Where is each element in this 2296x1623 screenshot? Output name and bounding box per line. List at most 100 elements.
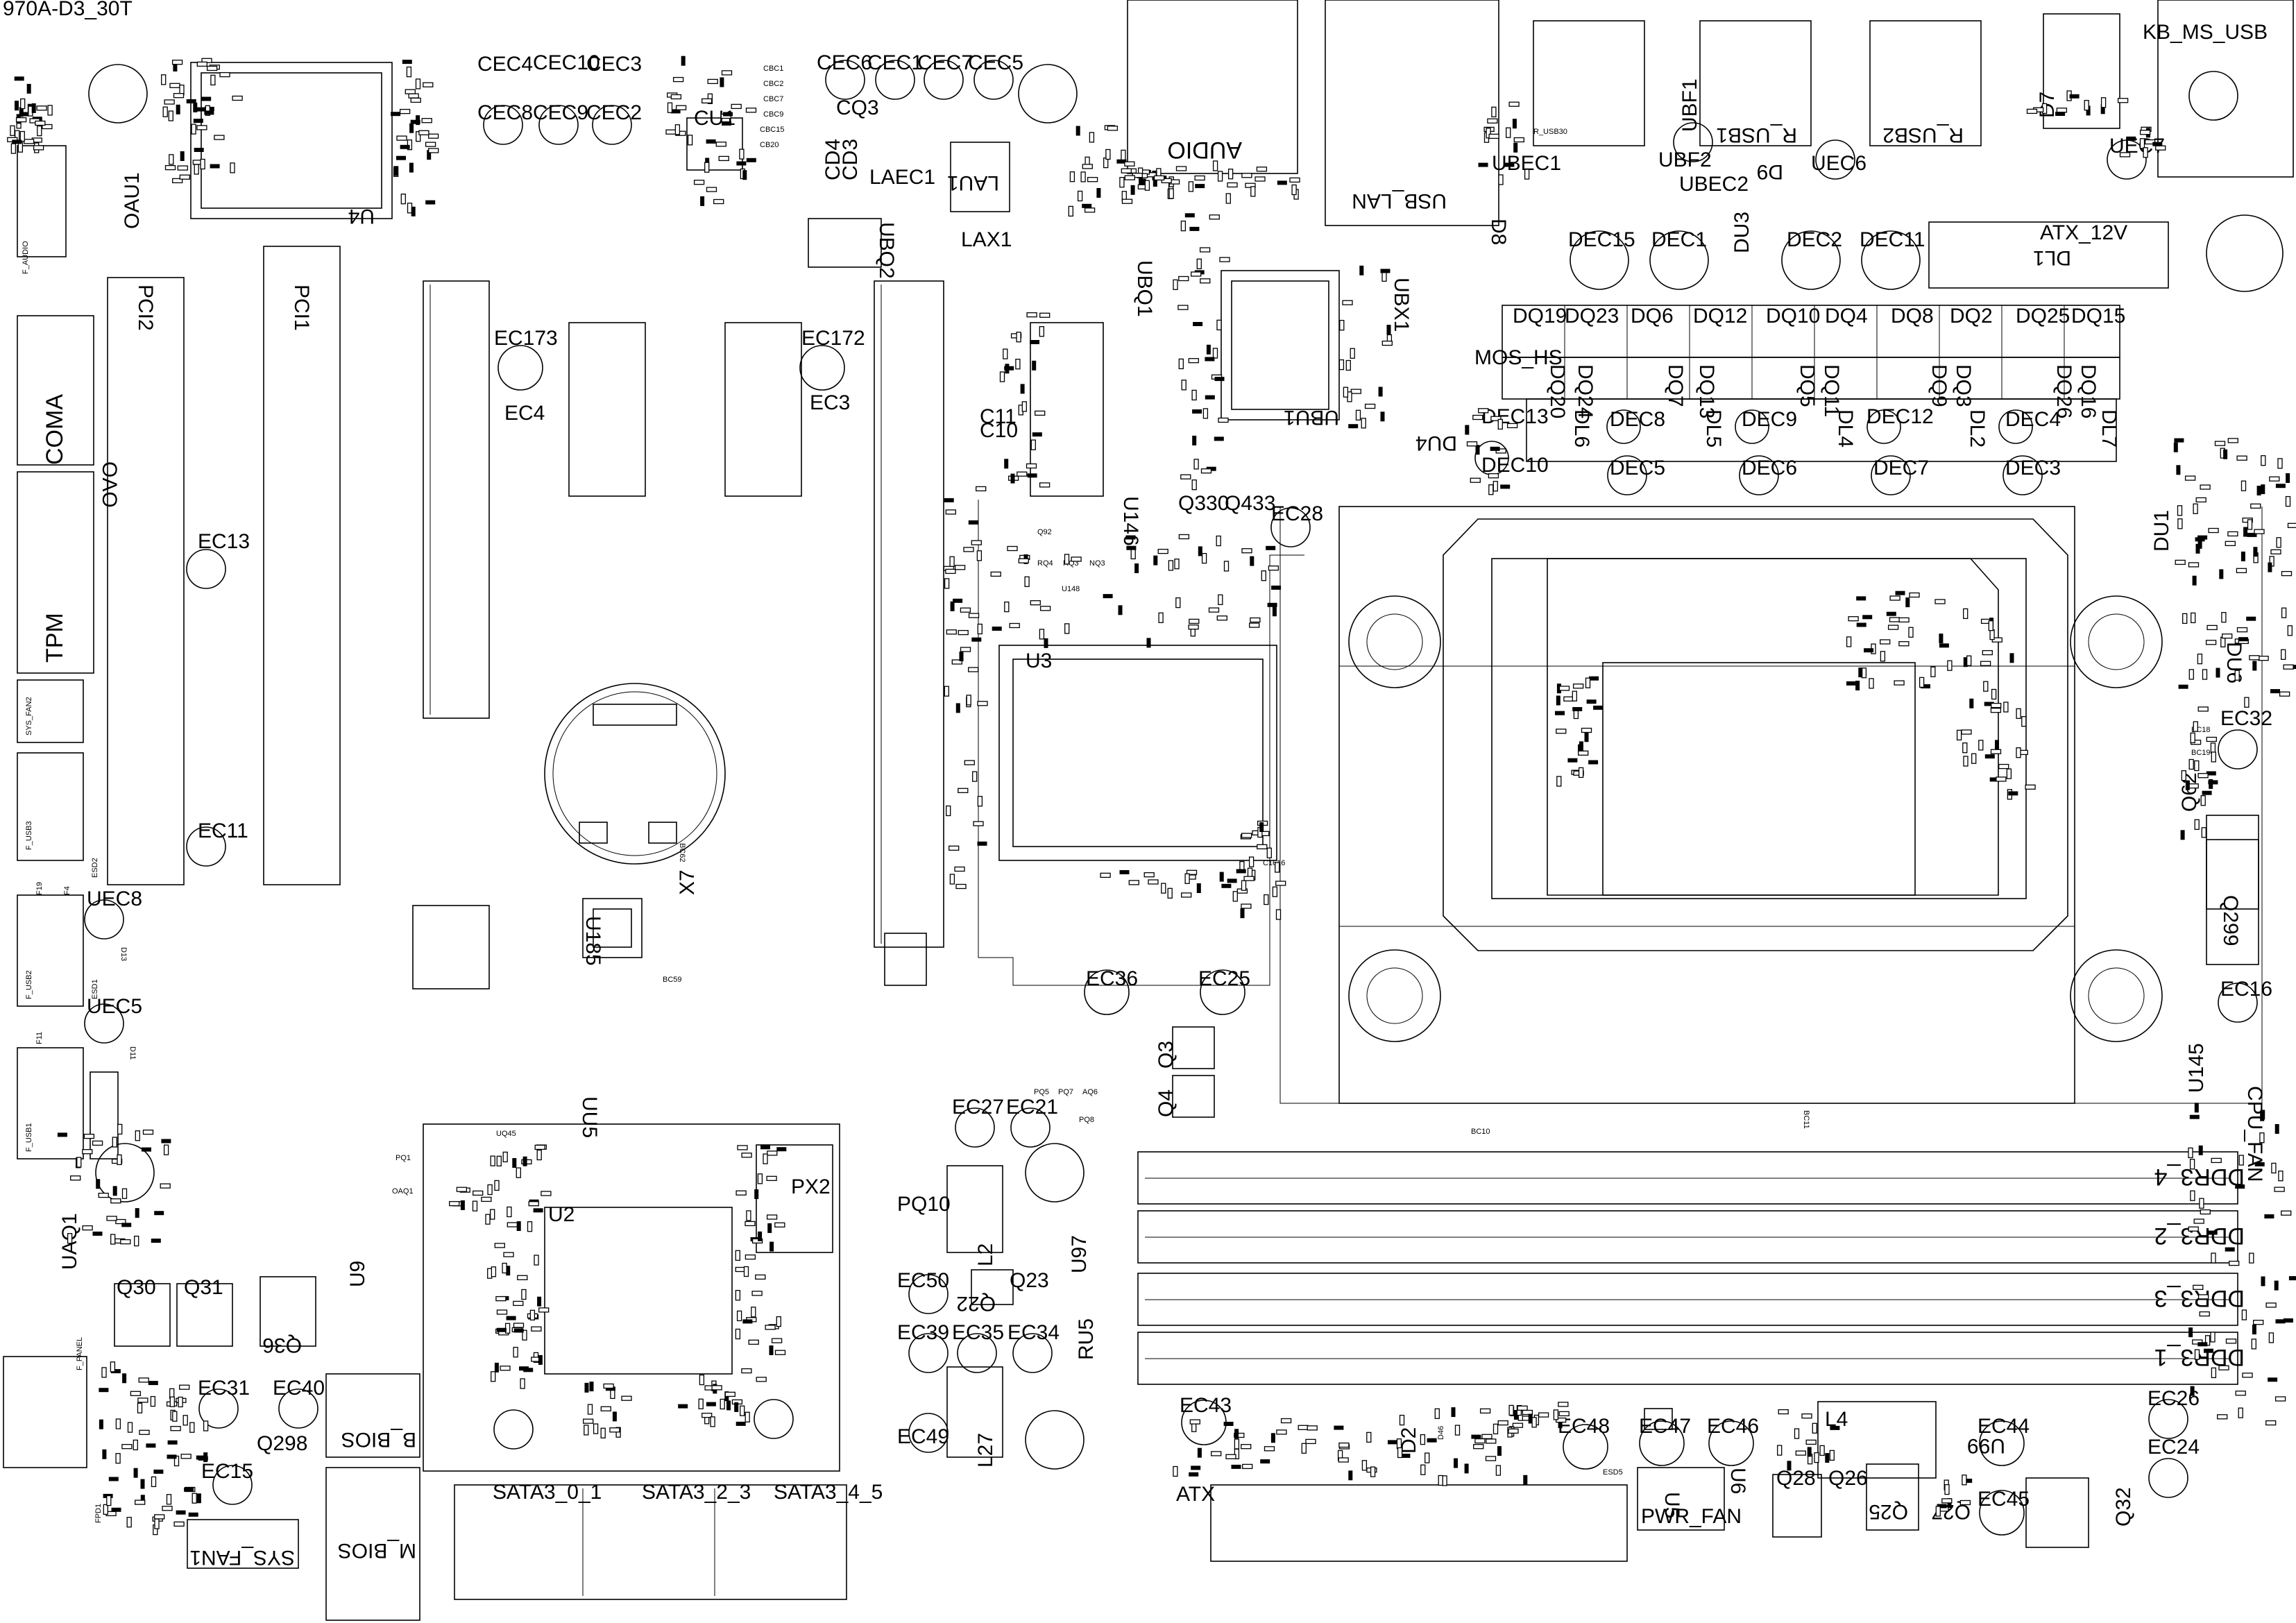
smd-pad (117, 1154, 122, 1166)
smd-pad (1962, 1475, 1967, 1486)
smd-pad (1181, 380, 1187, 391)
smd-pad (2249, 1252, 2254, 1264)
kb-ms-usb-label: KB_MS_USB (2143, 21, 2268, 44)
smd-pad (1197, 1447, 1202, 1458)
smd-pad (1275, 862, 1280, 873)
smd-pad (2188, 562, 2200, 568)
smd-pad (521, 1289, 527, 1300)
smd-pad (133, 1468, 138, 1478)
smd-pad (494, 1362, 499, 1373)
smd-pad (723, 112, 733, 117)
smd-pad (740, 1405, 745, 1416)
smd-pad (133, 1439, 138, 1451)
smd-pad (2175, 559, 2186, 566)
smd-pad (1478, 408, 1489, 414)
smd-pad (776, 1316, 781, 1327)
q25-label: Q25 (1869, 1500, 1908, 1523)
laec1-label: LAEC1 (869, 166, 935, 189)
smd-pad (2210, 742, 2216, 754)
smd-pad (112, 1137, 117, 1148)
smd-pad (741, 1153, 752, 1158)
smd-pad (1338, 1442, 1350, 1448)
smd-pad (1466, 441, 1478, 447)
smd-pad (1206, 344, 1211, 355)
smd-pad (1919, 677, 1925, 688)
u5-label: U5 (1660, 1492, 1683, 1518)
smd-pad (1934, 599, 1946, 604)
smd-pad (593, 1423, 599, 1434)
ec28-label: EC28 (1271, 502, 1323, 525)
smd-pad (1880, 651, 1886, 662)
smd-pad (135, 1499, 146, 1505)
smd-pad (1216, 615, 1227, 621)
smd-pad (15, 117, 27, 123)
smd-pad (427, 133, 439, 139)
smd-pad (527, 1221, 533, 1232)
c10-label: C10 (980, 419, 1018, 442)
smd-pad (522, 1156, 527, 1166)
smd-pad (1205, 395, 1215, 400)
lau1-label: LAU1 (947, 171, 999, 194)
smd-pad (1272, 606, 1277, 617)
ec45-label: EC45 (1978, 1488, 2030, 1511)
smd-pad (1488, 473, 1499, 479)
lax1-label: LAX1 (961, 228, 1012, 251)
smd-pad (1191, 271, 1202, 277)
smd-pad (1144, 180, 1150, 191)
smd-pad (2240, 480, 2247, 491)
smd-pad (2243, 527, 2248, 537)
smd-pad (1219, 257, 1230, 262)
cpu-socket (1279, 506, 2263, 1104)
smd-pad (2208, 780, 2218, 785)
smd-pad (1026, 312, 1037, 318)
smd-pad (2197, 1342, 2208, 1347)
smd-pad (31, 103, 36, 113)
smd-pad (2253, 1320, 2264, 1325)
smd-pad (2206, 624, 2218, 631)
smd-pad (1208, 607, 1220, 613)
smd-pad (2229, 1260, 2240, 1266)
smd-pad (2155, 145, 2166, 151)
smd-pad (496, 1155, 502, 1166)
smd-pad (2199, 1311, 2210, 1317)
d9-label: D9 (1757, 160, 1783, 183)
smd-pad (1479, 1408, 1491, 1414)
dl7-label: DL7 (2098, 409, 2120, 448)
smd-pad (2126, 136, 2136, 141)
smd-pad (1168, 188, 1174, 199)
l27-label: L27 (974, 1433, 997, 1468)
dq6-label: DQ6 (1631, 305, 1674, 328)
q92-label: Q92 (1037, 528, 1052, 536)
oaq1-label: OAQ1 (392, 1187, 414, 1196)
smd-pad (1192, 435, 1197, 445)
smd-pad (2275, 1319, 2286, 1324)
smd-pad (537, 1296, 542, 1307)
smd-pad (194, 164, 199, 175)
smd-pad (400, 194, 406, 205)
ubx1-label: UBX1 (1390, 278, 1413, 332)
smd-pad (121, 1188, 128, 1199)
smd-pad (2200, 484, 2211, 490)
smd-pad (1982, 649, 1993, 656)
rq4-label: RQ4 (1037, 559, 1053, 568)
smd-pad (1125, 535, 1136, 540)
smd-pad (949, 845, 960, 851)
smd-pad (968, 613, 980, 618)
smd-pad (1361, 1460, 1368, 1471)
smd-pad (1007, 545, 1018, 552)
smd-pad (2069, 94, 2080, 99)
dq23-label: DQ23 (1565, 305, 1619, 328)
q30-label: Q30 (117, 1276, 156, 1299)
cbc9-label: CBC9 (763, 110, 783, 119)
smd-pad (2277, 458, 2283, 469)
smd-pad (182, 1415, 188, 1426)
smd-pad (1825, 1453, 1830, 1463)
smd-pad (1488, 484, 1494, 495)
smd-pad (408, 93, 419, 99)
smd-pad (83, 1133, 95, 1139)
smd-pad (1963, 608, 1968, 620)
smd-pad (2287, 625, 2293, 636)
smd-pad (2211, 1367, 2217, 1379)
ru5-label: RU5 (1075, 1318, 1098, 1360)
smd-pad (1567, 758, 1578, 763)
